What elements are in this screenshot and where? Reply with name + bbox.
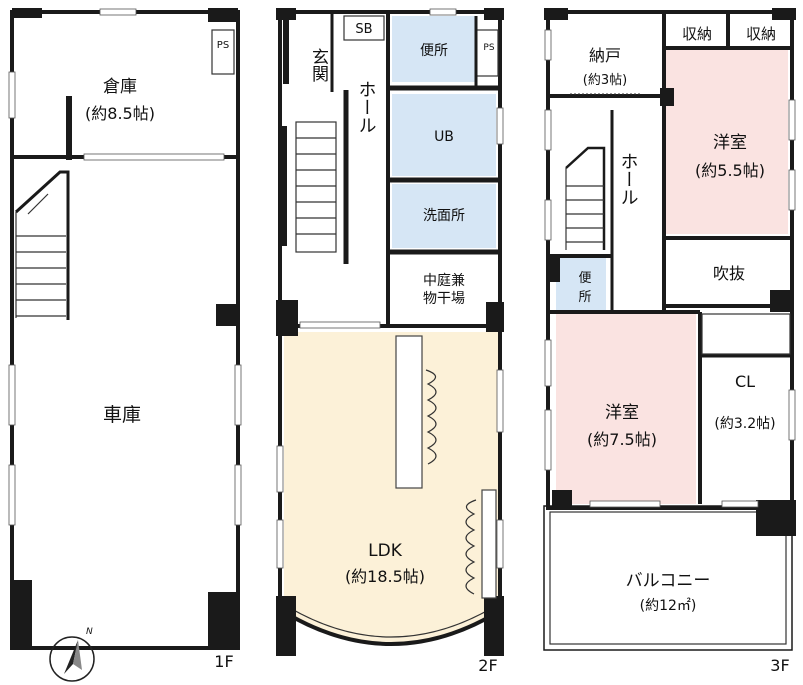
f3-balcony-name: バルコニー — [626, 571, 711, 591]
f1-shutter — [83, 153, 225, 161]
f2-ldk-name: LDK — [368, 541, 403, 561]
f3-balcony-wall — [543, 505, 793, 651]
f1-ps-box — [211, 29, 235, 75]
f3-western2-size: (約7.5帖) — [587, 430, 657, 449]
f3-closet1-label: 収納 — [682, 25, 712, 43]
f2-sb-box — [343, 15, 385, 41]
f3-closet2-label: 収納 — [746, 25, 776, 43]
f3-nando-name: 納戸 — [589, 46, 621, 65]
floor-2f: SB 玄関 ホール 便所 PS UB 洗面所 中庭兼 物干場 LDK (約18.… — [276, 8, 504, 675]
f3-western2-area — [556, 314, 696, 504]
f2-courtyard-label-1: 中庭兼 — [423, 272, 465, 289]
f2-floor-label: 2F — [478, 656, 497, 675]
f2-entrance-label: 玄関 — [308, 48, 328, 82]
f1-storage-size: (約8.5帖) — [85, 104, 155, 123]
f1-floor-label: 1F — [214, 652, 233, 671]
floor-3f: 収納 収納 納戸 (約3帖) 洋室 (約5.5帖) ホール 吹抜 便 所 CL … — [543, 8, 796, 675]
f1-storage-name: 倉庫 — [103, 77, 137, 97]
f2-ub-label: UB — [434, 129, 454, 145]
compass-icon: N — [49, 627, 95, 682]
f2-ldk-area — [284, 332, 498, 644]
f1-garage-name: 車庫 — [103, 404, 141, 426]
f2-sb-label: SB — [355, 22, 372, 37]
f2-washroom-label: 洗面所 — [423, 208, 465, 224]
floor-1f: 倉庫 (約8.5帖) PS 車庫 1F N — [8, 8, 242, 682]
f2-bay-wall — [282, 610, 500, 646]
f3-toilet-label-1: 便 — [578, 271, 591, 286]
f2-cabinet — [481, 489, 497, 599]
f3-hall-label: ホール — [618, 152, 639, 206]
f3-cl-size: (約3.2帖) — [714, 416, 775, 432]
f2-kitchen-counter — [395, 335, 423, 489]
f2-washroom-area — [392, 184, 496, 248]
f2-courtyard-label-2: 物干場 — [423, 291, 465, 307]
f3-balcony-size: (約12㎡) — [640, 598, 697, 614]
f2-ub-area — [392, 94, 496, 176]
f3-western1-size: (約5.5帖) — [695, 161, 765, 180]
f1-ps-label: PS — [217, 40, 229, 51]
f2-ldk-size: (約18.5帖) — [345, 567, 425, 586]
f2-toilet-area — [392, 16, 476, 82]
compass-north-label: N — [86, 627, 93, 637]
f3-western1-name: 洋室 — [713, 133, 747, 153]
f3-stairs — [565, 146, 606, 250]
f2-stairs — [281, 20, 337, 253]
f2-hall-label: ホール — [356, 80, 377, 134]
f2-ps-label: PS — [483, 43, 494, 53]
f1-stairs — [14, 170, 70, 320]
f2-toilet-label: 便所 — [420, 43, 448, 59]
f3-cl-name: CL — [735, 372, 755, 391]
f3-fukinuke-label: 吹抜 — [713, 264, 745, 283]
f3-toilet-label-2: 所 — [578, 290, 591, 305]
f3-nando-size: (約3帖) — [583, 73, 627, 88]
f3-toilet-area — [556, 256, 606, 312]
f3-floor-label: 3F — [770, 656, 789, 675]
f3-western2-name: 洋室 — [605, 403, 639, 423]
f3-western1-area — [664, 50, 788, 234]
